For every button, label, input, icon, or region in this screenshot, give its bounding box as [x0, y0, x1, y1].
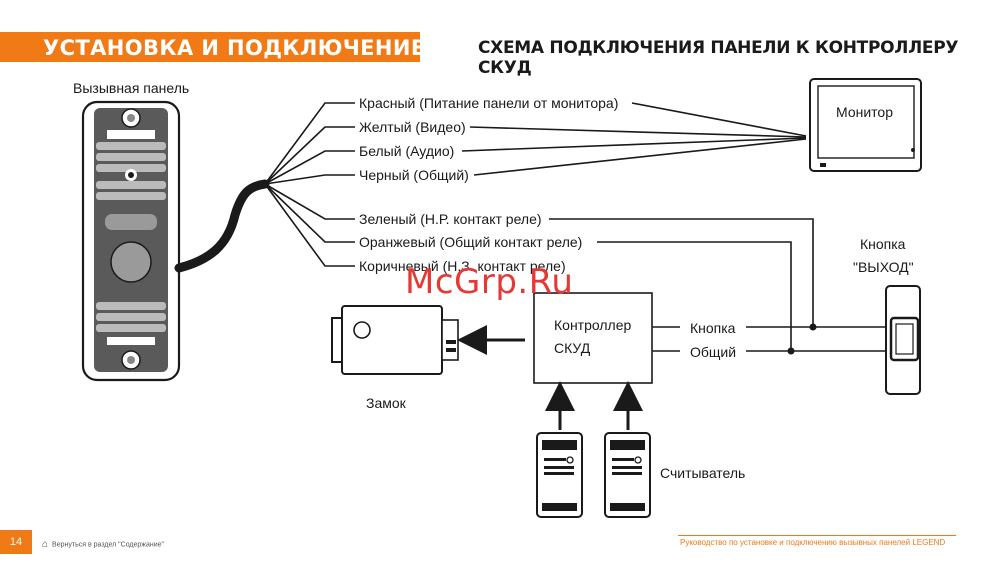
controller-button-terminal: Кнопка [690, 320, 736, 336]
controller-common-terminal: Общий [690, 344, 737, 360]
page-title: УСТАНОВКА И ПОДКЛЮЧЕНИЕ [43, 36, 426, 60]
watermark: McGrp.Ru [405, 262, 574, 302]
wire-label-orange: Оранжевый (Общий контакт реле) [359, 234, 583, 250]
wire-label-red: Красный (Питание панели от монитора) [359, 95, 619, 111]
wire-label-green: Зеленый (Н.Р. контакт реле) [359, 211, 542, 227]
page-number: 14 [0, 530, 32, 554]
back-link-text: Вернуться в раздел "Содержание" [52, 541, 165, 549]
exit-button-device [885, 285, 921, 395]
call-panel-label: Вызывная панель [73, 80, 190, 96]
back-to-contents-link[interactable]: ⌂Вернуться в раздел "Содержание" [42, 539, 164, 550]
call-panel [81, 100, 181, 382]
card-reader-2 [604, 432, 651, 518]
card-reader-1 [536, 432, 583, 518]
wire-label-brown: Коричневый (Н.З. контакт реле) [359, 258, 566, 274]
controller-label-line2: СКУД [554, 340, 591, 356]
lock-label: Замок [366, 395, 406, 411]
reader-label: Считыватель [660, 465, 746, 481]
wire-label-black: Черный (Общий) [359, 167, 469, 183]
header-bar [0, 32, 420, 62]
relay-wires [549, 218, 814, 351]
panel-cable [174, 179, 270, 273]
wire-fan [264, 102, 355, 267]
wire-label-white: Белый (Аудио) [359, 143, 455, 159]
monitor-wires [461, 102, 807, 176]
lock-device [331, 305, 459, 375]
home-icon: ⌂ [42, 539, 49, 550]
monitor-label: Монитор [836, 104, 893, 120]
exit-button-label-line1: Кнопка [860, 236, 906, 252]
manual-title: Руководство по установке и подключению в… [680, 538, 946, 547]
diagram-title: СХЕМА ПОДКЛЮЧЕНИЯ ПАНЕЛИ К КОНТРОЛЛЕРУ С… [478, 38, 959, 78]
controller-label-line1: Контроллер [554, 317, 632, 333]
wire-label-yellow: Желтый (Видео) [359, 119, 466, 135]
monitor-device [809, 78, 922, 172]
exit-button-label-line2: "ВЫХОД" [853, 259, 914, 275]
controller-box [533, 292, 653, 384]
footer-divider [678, 535, 956, 536]
